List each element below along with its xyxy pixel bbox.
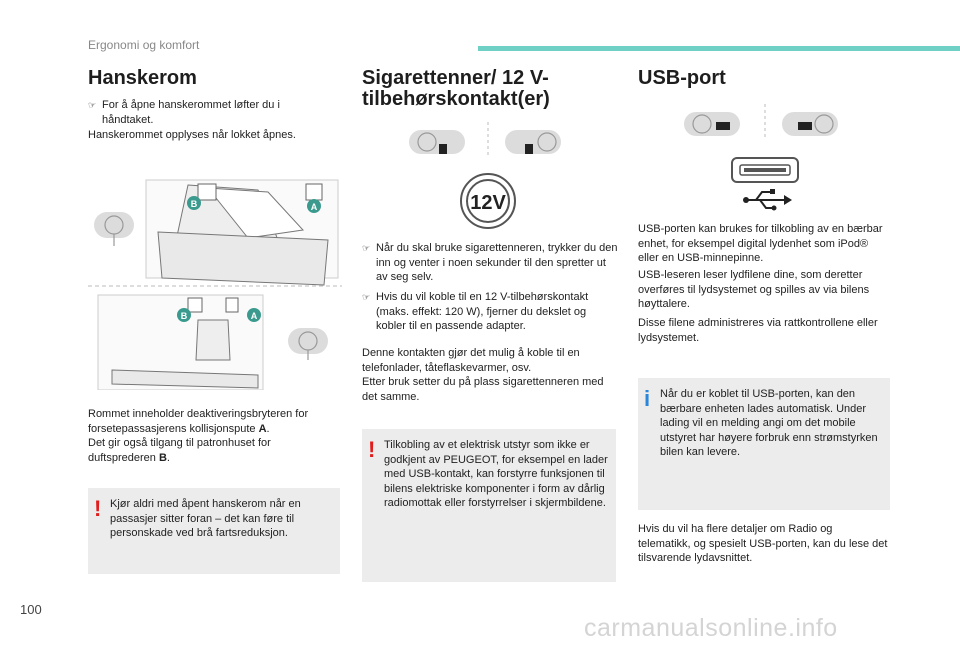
col3-body-3: Disse filene administreres via rattkontr… xyxy=(638,317,878,344)
title-hanskerom: Hanskerom xyxy=(88,67,197,89)
warning-icon: ! xyxy=(94,496,102,521)
usb-symbol-icon xyxy=(743,189,792,211)
section-header: Ergonomi og komfort xyxy=(88,38,200,52)
label-b2-marker xyxy=(177,308,191,322)
col2-bullet-2: ☞ Hvis du vil koble til en 12 V-tilbehør… xyxy=(362,290,618,334)
col1-body-2-text: Det gir også tilgang til patronhuset for… xyxy=(88,437,271,464)
col2-warning-text: Tilkobling av et elektrisk utstyr som ik… xyxy=(384,439,608,509)
usb-illustration xyxy=(684,104,838,211)
label-b-marker xyxy=(187,196,201,210)
col1-body-1-text: Rommet inneholder deaktiveringsbryteren … xyxy=(88,408,309,435)
bullet-icon-2: ☞ xyxy=(362,243,371,253)
col1-warning-box: ! Kjør aldri med åpent hanskerom når en … xyxy=(88,488,340,574)
col2-warning-box: ! Tilkobling av et elektrisk utstyr som … xyxy=(362,429,616,582)
col1-line: Hanskerommet opplyses når lokket åpnes. xyxy=(88,129,296,141)
title-usb-port: USB-port xyxy=(638,67,726,89)
col3-info-box: i Når du er koblet til USB-porten, kan d… xyxy=(638,378,890,510)
steering-wheel-icon-4 xyxy=(505,130,561,154)
socket-illustration: 12V xyxy=(409,122,561,229)
col1-body-2-bold: B xyxy=(158,451,167,464)
col2-bullet-2-text: Hvis du vil koble til en 12 V-tilbehørsk… xyxy=(376,291,589,332)
bullet-icon: ☞ xyxy=(88,100,97,110)
page-number: 100 xyxy=(20,602,42,617)
col3-body-1: USB-porten kan brukes for tilkobling av … xyxy=(638,223,883,264)
col3-body-2: USB-leseren leser lydfilene dine, som de… xyxy=(638,269,870,310)
label-a: A xyxy=(311,202,318,212)
socket-badge: 12V xyxy=(470,192,506,214)
label-a-marker xyxy=(307,199,321,213)
title-sigarettenner: Sigarettenner/ 12 V-tilbehørskontakt(er) xyxy=(362,67,550,110)
bullet-icon-3: ☞ xyxy=(362,292,371,302)
col3-footer: Hvis du vil ha flere detaljer om Radio o… xyxy=(638,523,888,564)
watermark: carmanualsonline.info xyxy=(584,614,838,642)
col1-warning-text: Kjør aldri med åpent hanskerom når en pa… xyxy=(110,498,301,539)
col1-bullet: ☞ For å åpne hanskerommet løfter du i hå… xyxy=(88,98,328,127)
label-a2-marker xyxy=(247,308,261,322)
col1-body-1-bold: A xyxy=(258,422,267,435)
steering-wheel-icon-2 xyxy=(288,328,328,360)
steering-wheel-icon xyxy=(94,212,134,246)
col1-body-1: Rommet inneholder deaktiveringsbryteren … xyxy=(88,407,340,436)
col1-bullet-text: For å åpne hanskerommet løfter du i hånd… xyxy=(102,99,280,126)
label-b: B xyxy=(191,199,198,209)
col2-body-1: Denne kontakten gjør det mulig å koble t… xyxy=(362,347,580,374)
header-accent-bar xyxy=(478,46,960,51)
label-a2: A xyxy=(251,311,258,321)
label-b2: B xyxy=(181,311,188,321)
col2-bullet-1-text: Når du skal bruke sigarettenneren, trykk… xyxy=(376,242,618,283)
col1-body-1-end: . xyxy=(266,422,270,435)
steering-wheel-icon-5 xyxy=(684,112,740,136)
warning-icon-2: ! xyxy=(368,437,376,462)
steering-wheel-icon-6 xyxy=(782,112,838,136)
socket-icon xyxy=(460,173,516,229)
col1-body-2-end: . xyxy=(166,451,170,464)
glovebox-illustration: B A B A xyxy=(88,179,342,390)
info-icon: i xyxy=(644,386,651,411)
col2-bullet-1: ☞ Når du skal bruke sigarettenneren, try… xyxy=(362,241,618,285)
col1-body-2: Det gir også tilgang til patronhuset for… xyxy=(88,436,340,465)
col2-body-2: Etter bruk setter du på plass sigaretten… xyxy=(362,376,604,403)
steering-wheel-icon-3 xyxy=(409,130,465,154)
col3-info-text: Når du er koblet til USB-porten, kan den… xyxy=(660,388,878,458)
